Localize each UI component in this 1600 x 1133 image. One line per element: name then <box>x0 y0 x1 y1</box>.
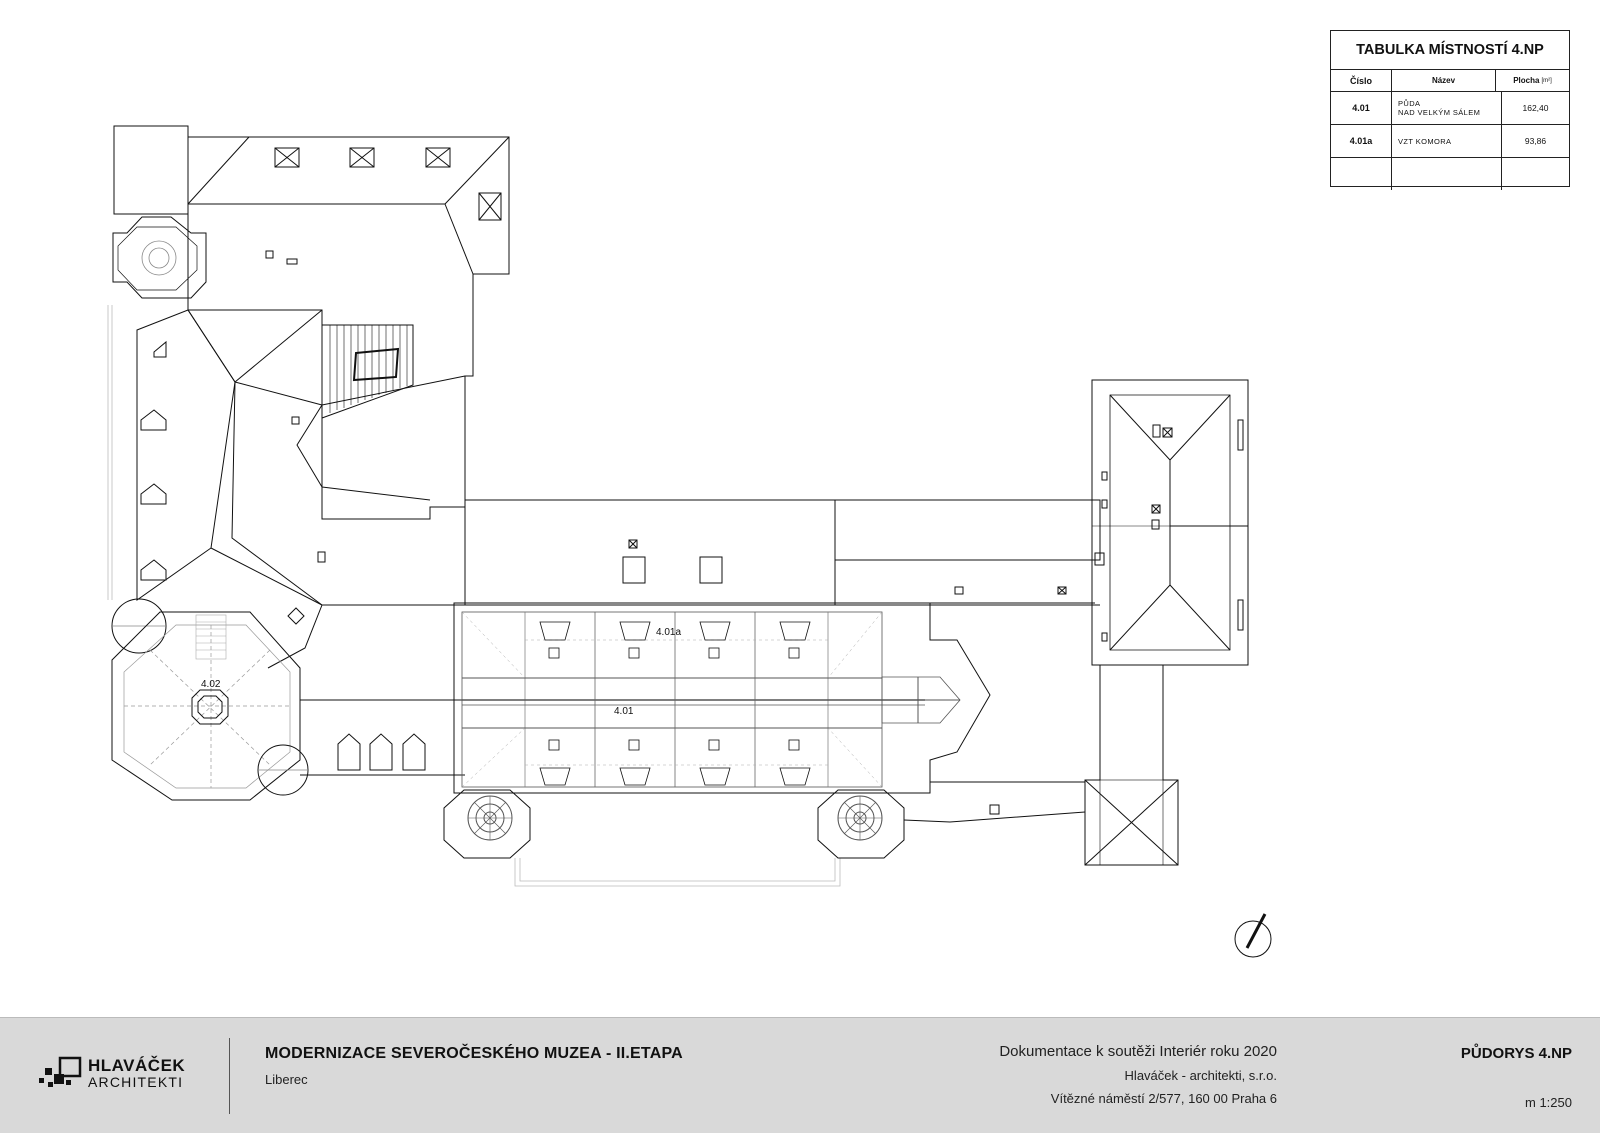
table-row-empty <box>1331 158 1569 190</box>
divider <box>229 1038 230 1114</box>
east-wing-roof <box>1084 379 1249 866</box>
sheet-title: PŮDORYS 4.NP <box>1460 1045 1572 1062</box>
doc-line-competition: Dokumentace k soutěži Interiér roku 2020 <box>999 1043 1277 1060</box>
title-block: HLAVÁČEK ARCHITEKTI MODERNIZACE SEVEROČE… <box>0 1017 1600 1133</box>
turret-sw <box>443 789 531 859</box>
west-wing-roof <box>113 125 510 776</box>
project-city: Liberec <box>265 1072 308 1087</box>
empty-cell <box>1392 158 1502 190</box>
site-outline <box>107 305 841 887</box>
table-row: 4.01 PŮDA NAD VELKÝM SÁLEM 162,40 <box>1331 92 1569 125</box>
room-name: PŮDA NAD VELKÝM SÁLEM <box>1392 92 1502 124</box>
room-table-header: Číslo Název Plocha[m²] <box>1331 70 1569 92</box>
floor-plan-drawing: 4.01a 4.01 4.02 <box>107 125 1272 958</box>
room-name: VZT KOMORA <box>1392 125 1502 157</box>
stair-tower-nw <box>112 216 207 299</box>
room-number: 4.01a <box>1331 125 1392 157</box>
project-title: MODERNIZACE SEVEROČESKÉHO MUZEA - II.ETA… <box>265 1045 683 1062</box>
header-number: Číslo <box>1331 70 1392 91</box>
label-room-401: 4.01 <box>614 706 634 717</box>
room-name-line: PŮDA <box>1398 99 1421 108</box>
turret-se <box>817 789 905 859</box>
doc-line-company: Hlaváček - architekti, s.r.o. <box>1124 1068 1277 1083</box>
logo-mark-icon <box>39 1056 82 1087</box>
room-table: TABULKA MÍSTNOSTÍ 4.NP Číslo Název Ploch… <box>1330 30 1570 190</box>
great-hall-roof-401 <box>453 602 991 794</box>
central-upper-roof <box>464 499 1105 606</box>
table-row: 4.01a VZT KOMORA 93,86 <box>1331 125 1569 158</box>
company-logo: HLAVÁČEK ARCHITEKTI <box>36 1054 196 1094</box>
room-table-title: TABULKA MÍSTNOSTÍ 4.NP <box>1331 31 1569 70</box>
header-area-label: Plocha <box>1513 76 1540 85</box>
logo-line2: ARCHITEKTI <box>88 1074 184 1090</box>
room-area: 162,40 <box>1522 103 1549 113</box>
label-room-401a: 4.01a <box>656 627 681 638</box>
north-arrow <box>1234 913 1272 958</box>
header-area: Plocha[m²] <box>1496 70 1569 91</box>
drawing-scale: m 1:250 <box>1525 1095 1572 1110</box>
east-link-roof <box>903 602 1095 823</box>
room-area: 93,86 <box>1524 136 1547 146</box>
hall-402 <box>111 598 309 801</box>
empty-cell <box>1331 158 1392 190</box>
doc-line-address: Vítězné náměstí 2/577, 160 00 Praha 6 <box>1050 1091 1277 1106</box>
room-name-line: NAD VELKÝM SÁLEM <box>1398 108 1481 117</box>
room-number: 4.01 <box>1331 92 1392 124</box>
label-room-402: 4.02 <box>201 679 221 690</box>
logo-line1: HLAVÁČEK <box>88 1056 186 1075</box>
header-name: Název <box>1392 70 1496 91</box>
room-name-line: VZT KOMORA <box>1398 136 1452 146</box>
header-area-unit: [m²] <box>1541 77 1552 84</box>
empty-cell <box>1502 158 1569 190</box>
